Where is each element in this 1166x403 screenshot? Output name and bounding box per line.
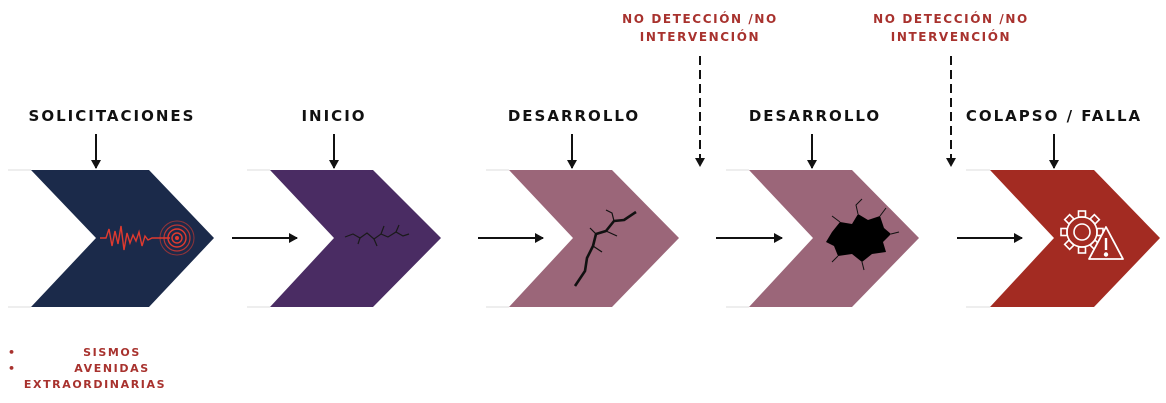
list-item-label: SISMOS (83, 346, 141, 359)
hairline-crack-icon (344, 224, 410, 247)
note-1: NO DETECCIÓN /NO INTERVENCIÓN (622, 10, 778, 46)
list-item-label: EXTRAORDINARIAS (23, 378, 167, 391)
stage-4-label: DESARROLLO (748, 107, 882, 125)
stage-5-label: COLAPSO / FALLA (965, 107, 1143, 125)
stage-1-label: SOLICITACIONES (28, 107, 196, 125)
crack-icon (573, 209, 637, 287)
broken-hole-icon (826, 198, 900, 271)
cause-list: • SISMOS • AVENIDAS EXTRAORDINARIAS (8, 345, 182, 393)
list-item-label: AVENIDAS (74, 362, 150, 375)
note-1-line-1: NO DETECCIÓN /NO (622, 12, 778, 26)
list-item-continuation: EXTRAORDINARIAS (8, 377, 182, 393)
note-2: NO DETECCIÓN /NO INTERVENCIÓN (873, 10, 1029, 46)
stage-2-chevron (270, 170, 441, 307)
note-2-line-2: INTERVENCIÓN (890, 30, 1012, 44)
note-1-line-2: INTERVENCIÓN (639, 30, 761, 44)
chevron-edges (8, 169, 990, 308)
seismic-wave-icon (100, 220, 195, 256)
stage-5-chevron (990, 170, 1160, 307)
gear-warning-icon (1060, 210, 1124, 260)
list-item: • AVENIDAS (8, 361, 182, 377)
list-item: • SISMOS (8, 345, 182, 361)
stage-2-label: INICIO (301, 107, 367, 125)
stage-3-label: DESARROLLO (507, 107, 641, 125)
note-2-line-1: NO DETECCIÓN /NO (873, 12, 1029, 26)
